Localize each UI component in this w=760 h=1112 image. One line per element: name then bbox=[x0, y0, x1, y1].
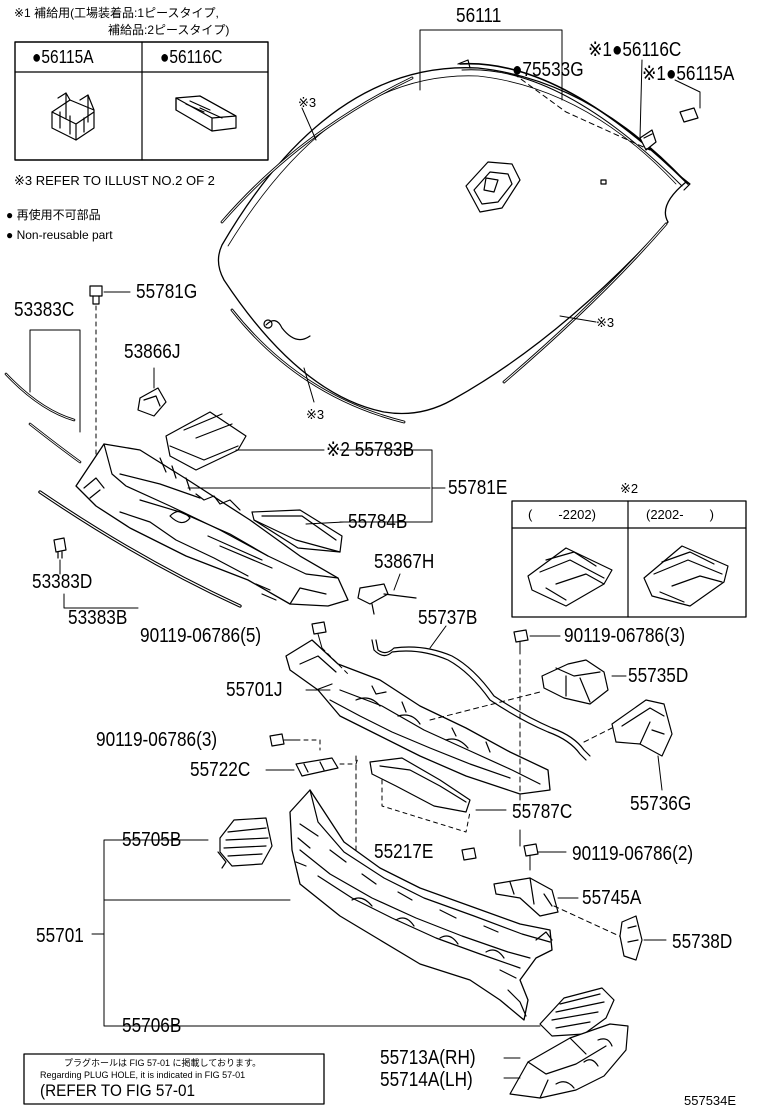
label-90119-3-left: 90119-06786(3) bbox=[96, 729, 218, 751]
label-53383C: 53383C bbox=[14, 299, 75, 321]
label-55781E: 55781E bbox=[448, 477, 508, 499]
clip-56116C-part bbox=[639, 129, 657, 151]
bolt-90119-3-left bbox=[269, 733, 321, 751]
bolt-90119-5 bbox=[311, 621, 351, 677]
seal-variant-old-icon bbox=[527, 547, 613, 607]
mark3-left-moulding: ※3 bbox=[298, 95, 317, 110]
refer-box-frame bbox=[23, 1053, 325, 1105]
cowl-top-55781E bbox=[75, 443, 431, 607]
variant-col-left: ( -2202) bbox=[528, 507, 596, 522]
label-90119-2: 90119-06786(2) bbox=[572, 843, 694, 865]
insulator-55705B bbox=[217, 817, 273, 869]
variant-box-title: ※2 bbox=[620, 481, 639, 496]
supply-note-line1: ※1 補給用(工場装着品:1ピースタイプ, bbox=[14, 6, 219, 20]
insulator-55706B bbox=[539, 987, 615, 1037]
label-90119-3-right: 90119-06786(3) bbox=[564, 625, 686, 647]
label-53383B: 53383B bbox=[68, 607, 128, 629]
bracket-55736G bbox=[583, 699, 673, 791]
label-53867H: 53867H bbox=[374, 551, 435, 573]
panel-55701J bbox=[285, 639, 551, 795]
refer-box-jp: プラグホールは FIG 57-01 に掲載しております。 bbox=[64, 1058, 262, 1068]
bolt-90119-2 bbox=[523, 843, 567, 871]
label-53866J: 53866J bbox=[124, 341, 181, 363]
legend-jp: ● 再使用不可部品 bbox=[6, 208, 101, 222]
top-moulding-75533G bbox=[457, 59, 691, 191]
supply-box-left-label: ●56115A bbox=[32, 47, 94, 67]
clip-55217E bbox=[461, 847, 477, 861]
label-55784B: 55784B bbox=[348, 511, 408, 533]
label-56115A: ※1●56115A bbox=[642, 63, 735, 85]
figure-id: 557534E bbox=[684, 1093, 737, 1108]
label-55781G: 55781G bbox=[136, 281, 198, 303]
label-55787C: 55787C bbox=[512, 801, 573, 823]
bracket-55738D bbox=[619, 915, 667, 961]
side-moulding-right bbox=[502, 222, 668, 384]
label-55701: 55701 bbox=[36, 925, 84, 947]
supply-box-right-label: ●56116C bbox=[160, 47, 223, 67]
mark3-right-moulding: ※3 bbox=[596, 315, 615, 330]
clip-53383D bbox=[53, 537, 67, 575]
seal-55784B bbox=[251, 509, 345, 553]
label-55738D: 55738D bbox=[672, 931, 733, 953]
seal-55787C bbox=[369, 757, 507, 833]
label-55705B: 55705B bbox=[122, 829, 182, 851]
legend-en: ● Non-reusable part bbox=[6, 228, 113, 242]
seal-variant-new-icon bbox=[643, 545, 729, 607]
label-55737B: 55737B bbox=[418, 607, 478, 629]
windshield-glass-outline bbox=[217, 67, 687, 415]
label-56111: 56111 bbox=[456, 5, 502, 27]
bolt-90119-3-right bbox=[513, 629, 561, 655]
variant-col-right: (2202- ) bbox=[646, 507, 714, 522]
bracket-55722C bbox=[265, 757, 359, 777]
bracket-55735D bbox=[541, 659, 627, 705]
clip-56115A-part bbox=[679, 107, 699, 123]
weatherstrip-53383B bbox=[38, 490, 242, 609]
label-55217E: 55217E bbox=[374, 841, 434, 863]
label-55701J: 55701J bbox=[226, 679, 283, 701]
label-55706B: 55706B bbox=[122, 1015, 182, 1037]
label-55745A: 55745A bbox=[582, 887, 642, 909]
bracket-55745A bbox=[493, 877, 629, 941]
supply-box-frame bbox=[14, 41, 269, 161]
leader-lines-top bbox=[301, 29, 701, 403]
cowl-panel-55701 bbox=[289, 789, 553, 1021]
clip-56116C-icon bbox=[175, 95, 237, 132]
lower-moulding bbox=[230, 308, 406, 424]
label-55722C: 55722C bbox=[190, 759, 251, 781]
clip-55781G bbox=[89, 285, 131, 461]
refer-illust-note: ※3 REFER TO ILLUST NO.2 OF 2 bbox=[14, 173, 215, 188]
clip-56115A-icon bbox=[51, 92, 95, 141]
label-55783B: ※2 55783B bbox=[326, 439, 415, 461]
seal-55783B bbox=[165, 411, 325, 471]
label-90119-5: 90119-06786(5) bbox=[140, 625, 262, 647]
label-55714A-LH: 55714A(LH) bbox=[380, 1069, 473, 1091]
variant-box-frame bbox=[511, 500, 747, 618]
supply-note-line2: 補給品:2ピースタイプ) bbox=[108, 23, 230, 37]
label-55736G: 55736G bbox=[630, 793, 692, 815]
side-moulding-left bbox=[220, 76, 414, 224]
clip-53866J bbox=[137, 367, 167, 417]
hose-55737B bbox=[371, 625, 591, 761]
clip-53867H bbox=[357, 573, 417, 615]
label-55735D: 55735D bbox=[628, 665, 689, 687]
weatherstrip-53383C bbox=[4, 329, 82, 464]
label-56116C: ※1●56116C bbox=[588, 39, 682, 61]
label-55713A-RH: 55713A(RH) bbox=[380, 1047, 476, 1069]
label-75533G: ●75533G bbox=[512, 59, 584, 81]
mark3-lower-moulding: ※3 bbox=[306, 407, 325, 422]
refer-box-fig: (REFER TO FIG 57-01 bbox=[40, 1081, 196, 1100]
extension-55713A bbox=[509, 1023, 629, 1099]
label-53383D: 53383D bbox=[32, 571, 93, 593]
refer-box-en: Regarding PLUG HOLE, it is indicated in … bbox=[40, 1070, 246, 1080]
